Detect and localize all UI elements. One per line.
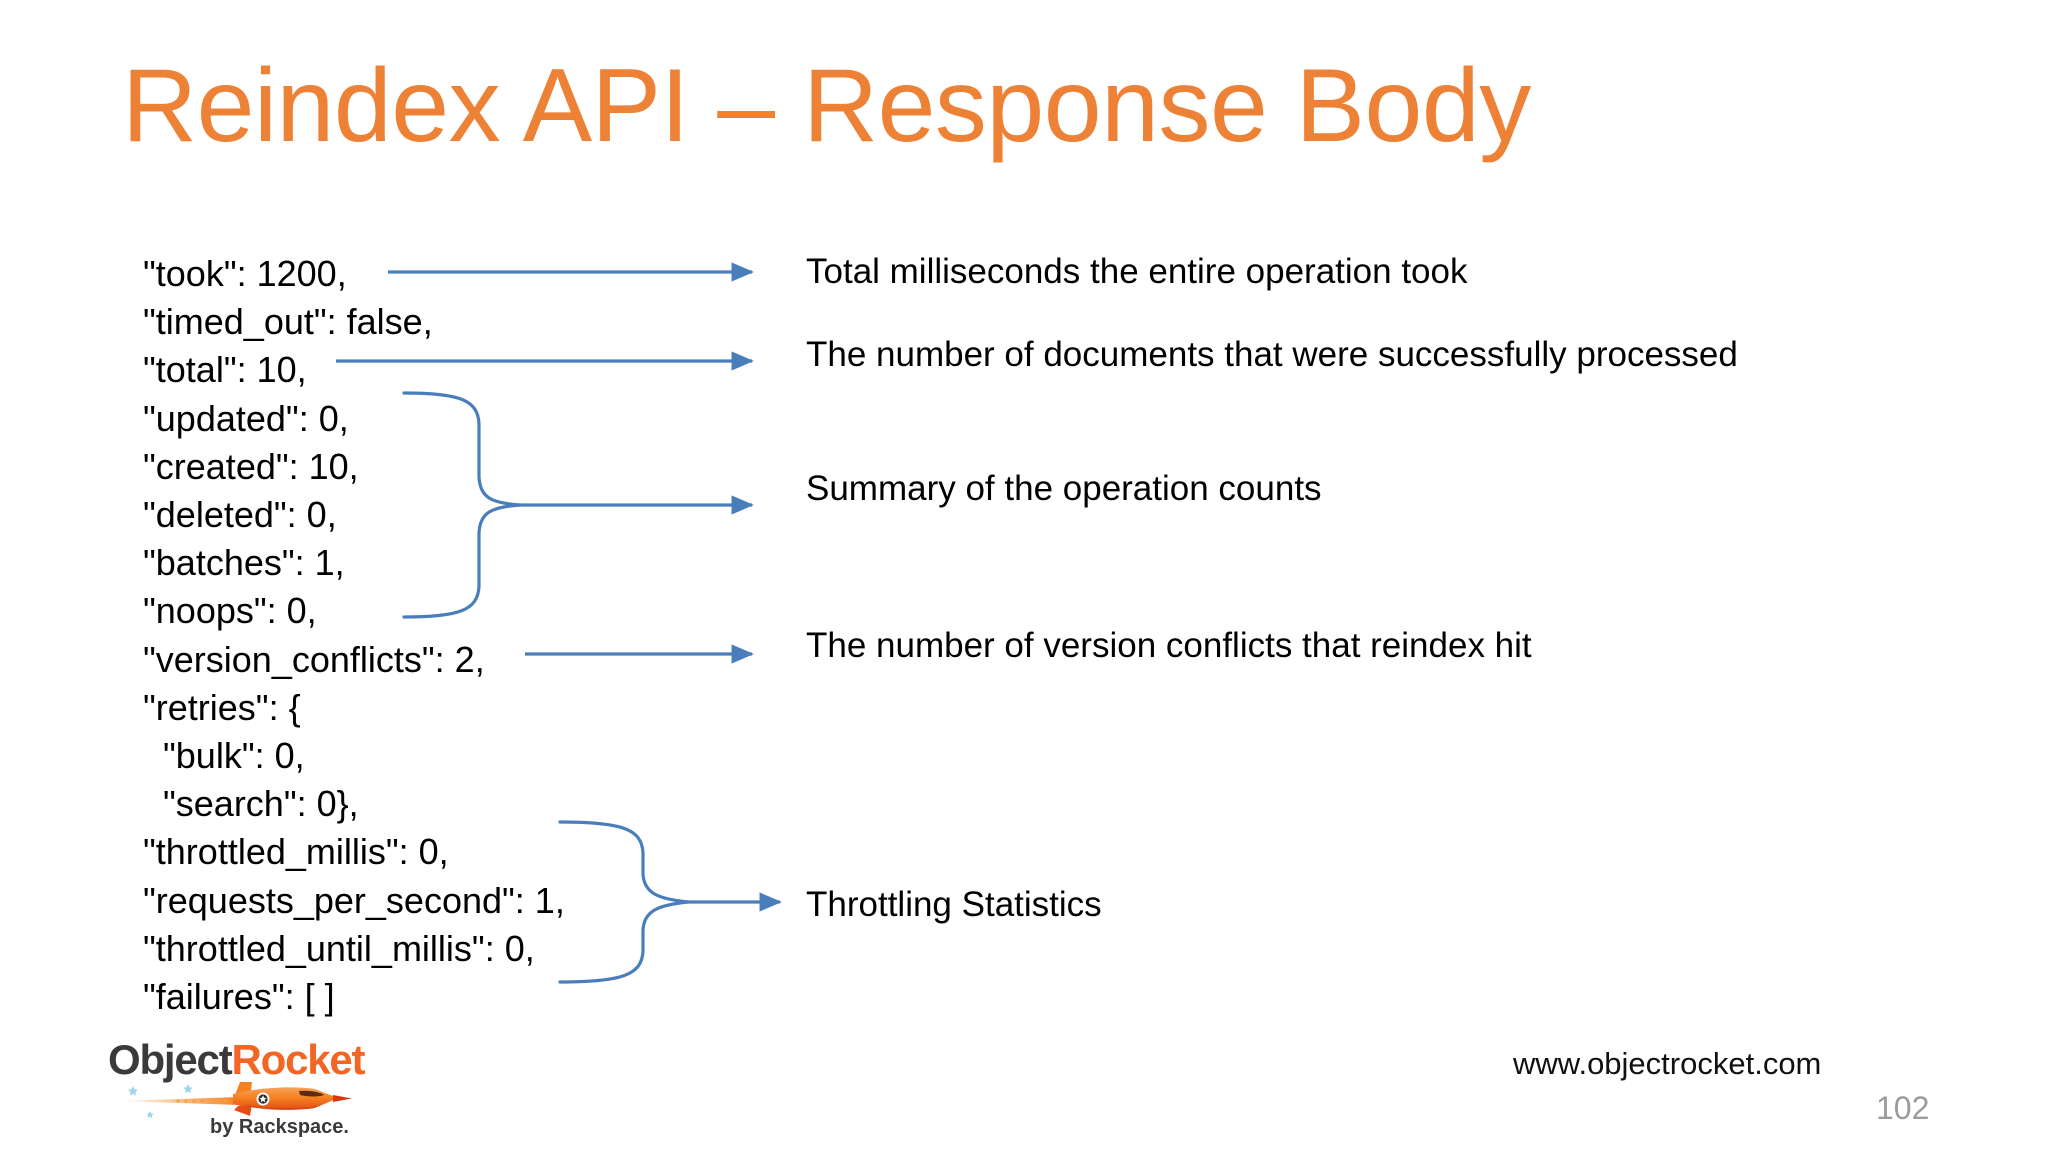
- logo-wordmark: ObjectRocket: [108, 1036, 366, 1084]
- annotation-summary: Summary of the operation counts: [806, 469, 1322, 508]
- json-line: "batches": 1,: [143, 542, 345, 584]
- site-url: www.objectrocket.com: [1513, 1046, 1822, 1081]
- annotation-took: Total milliseconds the entire operation …: [806, 252, 1468, 291]
- logo-word-rocket: Rocket: [231, 1036, 366, 1083]
- annotation-total: The number of documents that were succes…: [806, 335, 1738, 374]
- json-line: "failures": [ ]: [143, 976, 335, 1018]
- annotation-version-conflicts: The number of version conflicts that rei…: [806, 626, 1532, 665]
- json-line: "retries": {: [143, 686, 301, 728]
- slide-number: 102: [1876, 1090, 1930, 1126]
- json-line: "deleted": 0,: [143, 494, 337, 536]
- rocket-icon: [118, 1082, 352, 1119]
- logo-tagline: by Rackspace.: [210, 1116, 349, 1138]
- json-response-body: "took": 1200, "timed_out": false, "total…: [143, 250, 703, 1021]
- logo-word-object: Object: [108, 1036, 233, 1083]
- json-line: "throttled_until_millis": 0,: [143, 927, 535, 969]
- page-title: Reindex API – Response Body: [122, 48, 1531, 164]
- json-line: "noops": 0,: [143, 590, 317, 632]
- json-line: "total": 10,: [143, 349, 307, 391]
- json-line: "took": 1200,: [143, 253, 347, 294]
- json-line: "search": 0},: [163, 783, 359, 825]
- json-line: "requests_per_second": 1,: [143, 879, 565, 921]
- json-line: "updated": 0,: [143, 397, 349, 439]
- json-line: "bulk": 0,: [163, 735, 305, 777]
- json-line: "version_conflicts": 2,: [143, 638, 485, 680]
- json-line: "throttled_millis": 0,: [143, 831, 449, 873]
- annotation-throttling: Throttling Statistics: [806, 885, 1102, 924]
- json-line: "created": 10,: [143, 445, 359, 487]
- json-line: "timed_out": false,: [143, 301, 433, 343]
- objectrocket-logo: ObjectRocket: [100, 1036, 366, 1146]
